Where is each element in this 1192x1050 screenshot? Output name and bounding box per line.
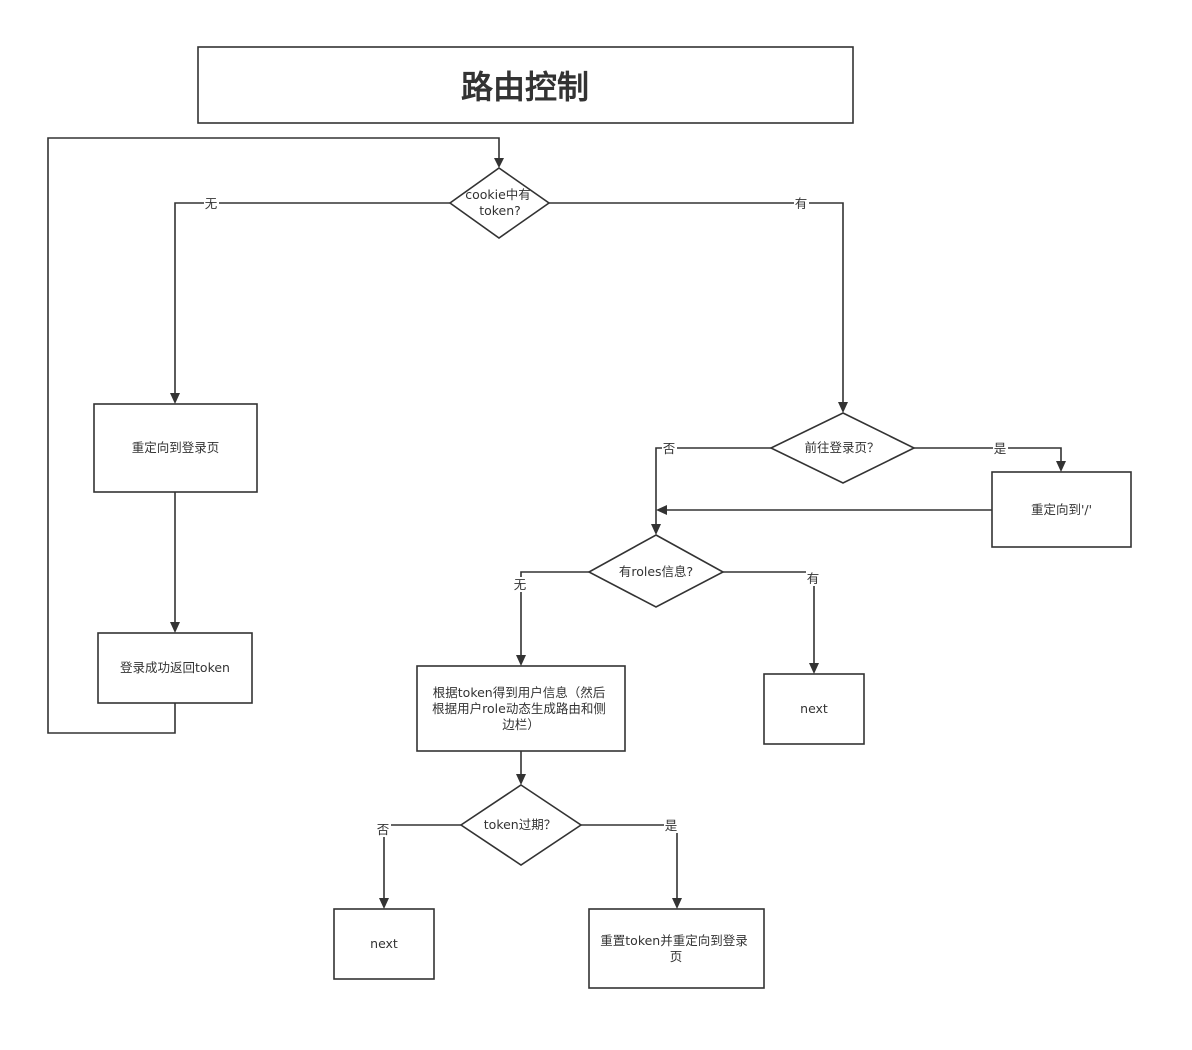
process-reset-token — [588, 908, 765, 989]
process-next-roles — [763, 673, 865, 745]
arrow-head — [516, 774, 526, 785]
decision-to-login-page-text: 前往登录页？ — [804, 440, 879, 455]
arrow-head — [651, 524, 661, 535]
edge-label-no-roles: 无 — [514, 577, 527, 592]
edge-is-expired — [581, 824, 678, 898]
process-redirect-root-text: 重定向到'/' — [1031, 502, 1092, 517]
edge-login-back-to-check — [47, 137, 500, 734]
edge-not-expired — [383, 824, 461, 898]
process-redirect-root — [991, 471, 1132, 548]
edge-label-not-expired: 否 — [377, 822, 390, 837]
process-next-final-text: next — [370, 936, 398, 951]
edge-label-bg — [662, 441, 677, 456]
arrow-head — [170, 393, 180, 404]
edge-label-bg — [794, 196, 809, 211]
edge-no-token — [174, 202, 450, 393]
process-login-success — [97, 632, 253, 704]
title-box — [197, 46, 854, 124]
edge-label-is-login-page: 是 — [994, 441, 1007, 456]
edge-has-token — [549, 202, 844, 402]
process-get-user-info-text: 根据token得到用户信息（然后 根据用户role动态生成路由和侧 边栏） — [432, 685, 610, 732]
edge-label-is-expired: 是 — [665, 818, 678, 833]
arrow-head — [809, 663, 819, 674]
edge-is-login-page — [914, 447, 1062, 461]
edge-has-roles — [723, 571, 815, 663]
process-redirect-login-text: 重定向到登录页 — [132, 440, 220, 455]
arrow-head — [838, 402, 848, 413]
edge-label-bg — [204, 196, 219, 211]
arrow-head — [170, 622, 180, 633]
arrow-head — [1056, 461, 1066, 472]
process-get-user-info — [416, 665, 626, 752]
decision-token-expired — [459, 784, 583, 866]
decision-has-roles-text: 有roles信息? — [619, 564, 693, 579]
edge-label-bg — [513, 577, 528, 592]
edge-label-has-token: 有 — [795, 196, 808, 211]
process-login-success-text: 登录成功返回token — [120, 660, 230, 675]
arrow-head — [379, 898, 389, 909]
edge-label-not-login-page: 否 — [663, 441, 676, 456]
edge-label-bg — [806, 571, 821, 586]
arrow-head — [516, 655, 526, 666]
process-reset-token-text: 重置token并重定向到登录 页 — [600, 933, 751, 964]
edge-label-bg — [376, 822, 391, 837]
arrow-head — [656, 505, 667, 515]
decision-cookie-token — [448, 167, 551, 239]
edge-not-login-page — [655, 447, 771, 524]
process-redirect-login — [93, 403, 258, 493]
diagram-title: 路由控制 — [461, 68, 589, 106]
process-next-roles-text: next — [800, 701, 828, 716]
decision-to-login-page — [769, 412, 916, 484]
edge-label-bg — [664, 818, 679, 833]
edge-label-bg — [993, 441, 1008, 456]
decision-cookie-token-text: cookie中有 token? — [465, 187, 535, 218]
arrow-head — [672, 898, 682, 909]
process-next-final — [333, 908, 435, 980]
decision-token-expired-text: token过期？ — [484, 817, 556, 832]
decision-has-roles — [587, 534, 725, 608]
edge-label-has-roles: 有 — [807, 571, 820, 586]
arrow-head — [494, 158, 504, 168]
edge-label-no-token: 无 — [205, 196, 218, 211]
edge-no-roles — [520, 571, 589, 655]
